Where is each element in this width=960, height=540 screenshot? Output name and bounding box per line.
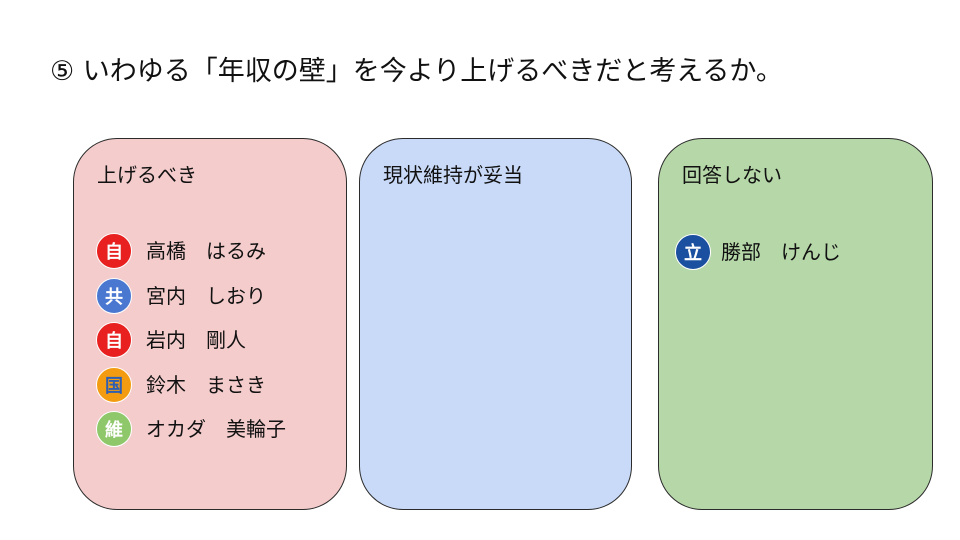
column-heading: 上げるべき <box>97 163 197 187</box>
party-badge: 自 <box>96 322 132 359</box>
member-name: 勝部 けんじ <box>721 240 841 265</box>
column-heading: 現状維持が妥当 <box>383 163 523 187</box>
party-badge: 共 <box>96 277 132 314</box>
party-badge: 自 <box>96 233 132 270</box>
member-item: 共 宮内 しおり <box>96 274 286 319</box>
member-name: 岩内 剛人 <box>146 328 246 353</box>
member-name: オカダ 美輪子 <box>146 417 286 442</box>
member-item: 自 岩内 剛人 <box>96 318 286 363</box>
column-no-answer: 回答しない 立 勝部 けんじ <box>658 138 933 510</box>
column-heading: 回答しない <box>682 163 782 187</box>
party-badge: 立 <box>675 234 711 271</box>
member-item: 自 高橋 はるみ <box>96 229 286 274</box>
column-keep-current: 現状維持が妥当 <box>359 138 632 510</box>
member-item: 維 オカダ 美輪子 <box>96 407 286 452</box>
party-badge: 維 <box>96 411 132 448</box>
member-name: 高橋 はるみ <box>146 239 266 264</box>
member-list: 立 勝部 けんじ <box>675 230 841 275</box>
party-badge: 国 <box>96 366 132 403</box>
member-item: 立 勝部 けんじ <box>675 230 841 275</box>
member-name: 鈴木 まさき <box>146 372 266 397</box>
column-should-raise: 上げるべき 自 高橋 はるみ 共 宮内 しおり 自 岩内 剛人 国 鈴木 まさき… <box>73 138 347 510</box>
member-item: 国 鈴木 まさき <box>96 363 286 408</box>
member-name: 宮内 しおり <box>146 283 266 308</box>
page-title: ⑤ いわゆる「年収の壁」を今より上げるべきだと考えるか。 <box>50 56 783 87</box>
member-list: 自 高橋 はるみ 共 宮内 しおり 自 岩内 剛人 国 鈴木 まさき 維 オカダ… <box>96 229 286 452</box>
